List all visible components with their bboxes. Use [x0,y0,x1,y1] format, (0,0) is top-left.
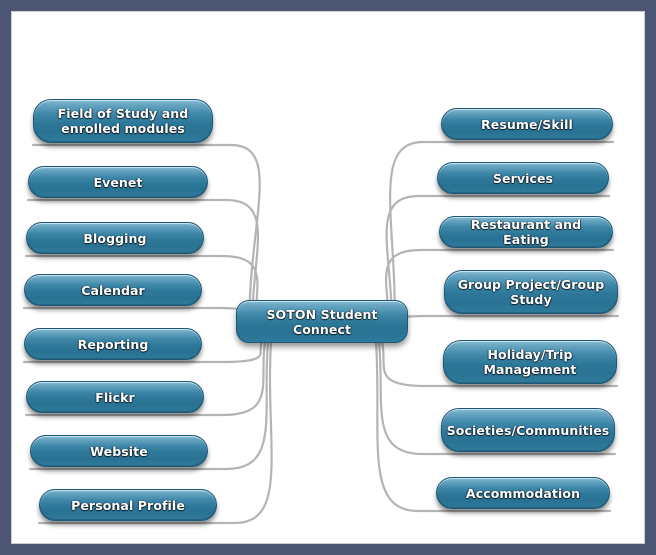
node-label: Blogging [83,230,147,246]
center-node-soton-student-connect[interactable]: SOTON Student Connect [236,300,408,343]
connector-right-accommodation [374,340,612,513]
branch-node-resume-skill[interactable]: Resume/Skill [441,108,613,140]
connector-left-flickr [24,340,267,417]
connector-right-resume-skill [389,140,615,344]
node-label: Resume/Skill [481,116,573,132]
branch-node-holiday-trip-management[interactable]: Holiday/Trip Management [443,340,617,384]
branch-node-blogging[interactable]: Blogging [26,222,204,254]
connector-layer [22,140,620,525]
node-label: Field of Study and enrolled modules [57,106,189,136]
connector-left-personal-profile [37,340,273,525]
branch-node-website[interactable]: Website [30,435,208,467]
branch-node-societies-communities[interactable]: Societies/Communities [441,408,615,452]
branch-node-flickr[interactable]: Flickr [26,381,204,413]
branch-node-evenet[interactable]: Evenet [28,166,208,198]
node-label: Evenet [93,174,143,190]
branch-node-services[interactable]: Services [437,162,609,194]
connector-right-societies-communities [377,340,617,456]
node-label: SOTON Student Connect [266,306,378,337]
node-label: Societies/Communities [446,422,610,438]
connector-right-holiday-trip-management [380,340,619,388]
connector-right-group-project-group-study [383,314,620,344]
node-label: Accommodation [465,485,581,501]
node-label: Personal Profile [71,497,185,513]
branch-node-personal-profile[interactable]: Personal Profile [39,489,217,521]
node-label: Holiday/Trip Management [483,347,577,377]
branch-node-restaurant-and-eating[interactable]: Restaurant and Eating [439,216,613,248]
connector-left-reporting [22,340,264,364]
node-label: Reporting [77,336,149,352]
branch-node-group-project-group-study[interactable]: Group Project/Group Study [444,270,618,314]
branch-node-field-of-study-and-enrolled-modules[interactable]: Field of Study and enrolled modules [33,99,213,143]
branch-node-calendar[interactable]: Calendar [24,274,202,306]
branch-node-accommodation[interactable]: Accommodation [436,477,610,509]
node-label: Restaurant and Eating [470,217,582,247]
connector-left-website [28,340,270,471]
node-label: Website [90,443,148,459]
node-label: Services [492,170,554,186]
node-label: Flickr [95,389,135,405]
connector-left-field-of-study-and-enrolled-modules [31,143,261,344]
node-label: Calendar [81,282,145,298]
branch-node-reporting[interactable]: Reporting [24,328,202,360]
node-label: Group Project/Group Study [457,277,605,307]
